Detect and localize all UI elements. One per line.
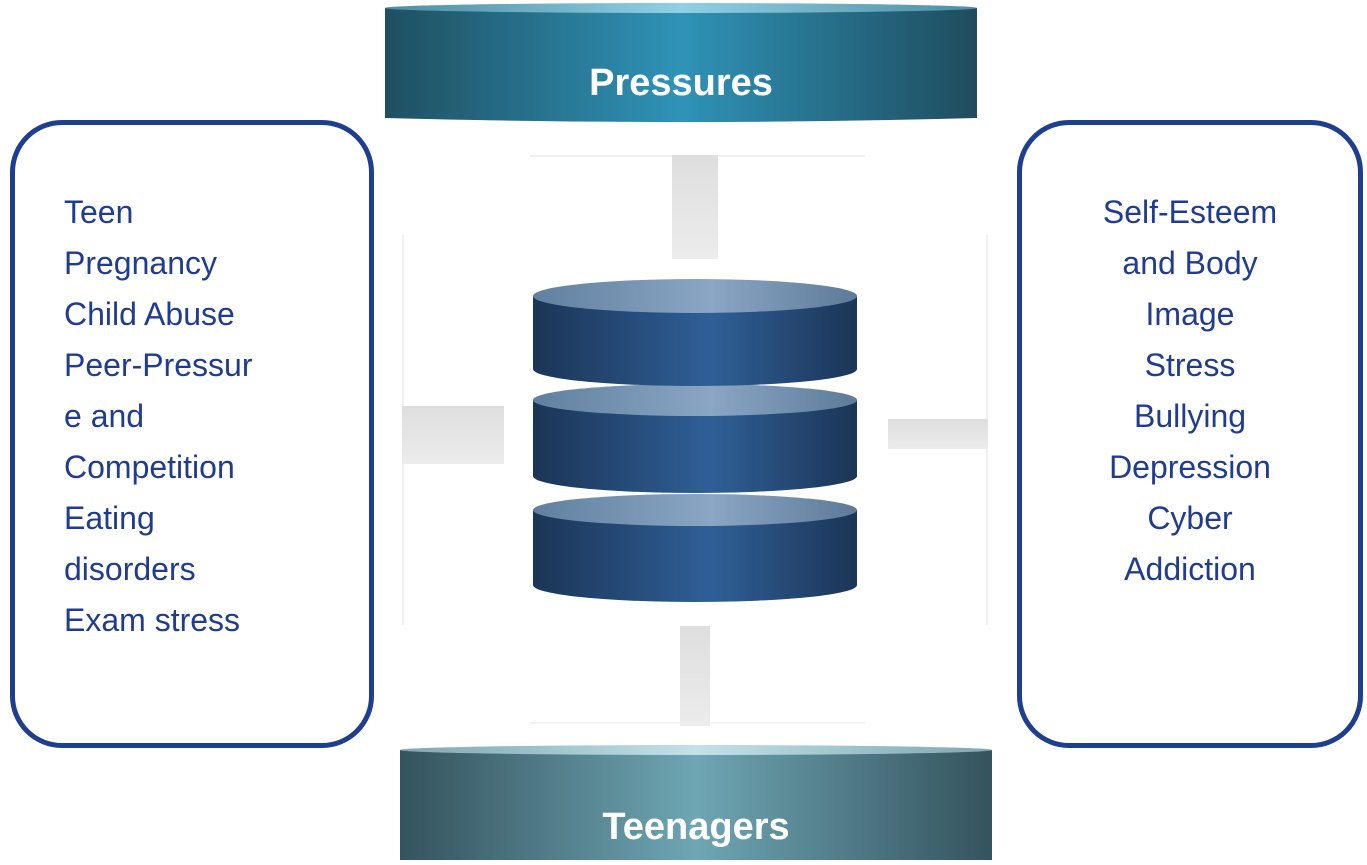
list-item: Exam stress xyxy=(64,602,241,638)
list-item: Child Abuse xyxy=(64,296,235,332)
pressures-banner-shape xyxy=(385,3,977,122)
list-item: and Body xyxy=(1122,245,1258,281)
teenagers-banner-shape xyxy=(400,745,992,860)
list-item: Pregnancy xyxy=(64,245,217,281)
list-item: Cyber xyxy=(1147,500,1233,536)
list-item: Depression xyxy=(1109,449,1271,485)
list-item: Self-Esteem xyxy=(1102,194,1278,230)
connector-right xyxy=(888,419,988,449)
left-issues-list: Teen Pregnancy Child Abuse Peer-Pressur … xyxy=(64,187,334,646)
teenagers-label: Teenagers xyxy=(602,806,790,848)
right-issues-list: Self-Esteem and Body Image Stress Bullyi… xyxy=(1022,187,1358,595)
list-item: Stress xyxy=(1144,347,1236,383)
connector-bottom xyxy=(680,626,710,726)
connector-left xyxy=(402,406,504,464)
list-item: Image xyxy=(1145,296,1235,332)
teenagers-banner: Teenagers xyxy=(400,744,992,860)
list-item: Addiction xyxy=(1124,551,1256,587)
connector-top xyxy=(672,155,718,259)
database-disk-top xyxy=(533,279,857,386)
right-issues-card: Self-Esteem and Body Image Stress Bullyi… xyxy=(1017,120,1363,748)
database-disk-bottom xyxy=(533,494,857,602)
list-item: Competition xyxy=(64,449,235,485)
database-disk-middle xyxy=(533,384,857,493)
list-item: Teen xyxy=(64,194,134,230)
list-item: disorders xyxy=(64,551,196,587)
list-item: Eating xyxy=(64,500,155,536)
list-item: e and xyxy=(64,398,145,434)
list-item: Peer-Pressur xyxy=(64,347,253,383)
pressures-label: Pressures xyxy=(589,62,773,104)
left-issues-card: Teen Pregnancy Child Abuse Peer-Pressur … xyxy=(10,120,374,748)
list-item: Bullying xyxy=(1133,398,1247,434)
pressures-banner: Pressures xyxy=(385,0,977,124)
